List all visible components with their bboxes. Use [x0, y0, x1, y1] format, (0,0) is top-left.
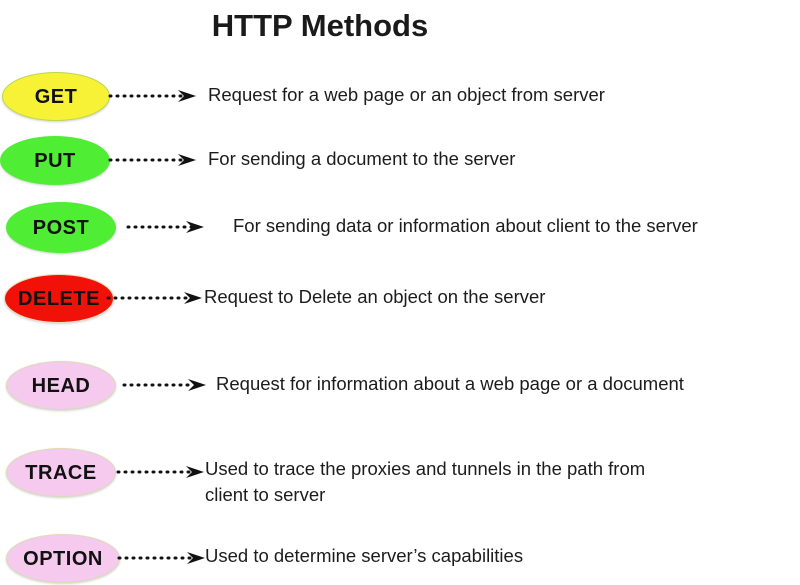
method-row-option: OPTION Used to determine server’s capabi…	[0, 534, 800, 584]
page-title: HTTP Methods	[211, 8, 429, 43]
method-label-post: POST	[32, 216, 90, 239]
method-description-head: Request for information about a web page…	[216, 373, 684, 394]
method-row-post: POST For sending data or information abo…	[0, 202, 800, 254]
method-row-delete: DELETE Request to Delete an object on th…	[0, 274, 800, 324]
connector-arrow-option	[117, 551, 211, 565]
method-ellipse-delete[interactable]: DELETE	[4, 274, 114, 323]
method-label-delete: DELETE	[18, 287, 100, 310]
method-ellipse-put[interactable]: PUT	[0, 136, 110, 185]
connector-arrow-get	[108, 89, 202, 103]
method-description-trace: Used to trace the proxies and tunnels in…	[205, 458, 646, 505]
method-description-delete: Request to Delete an object on the serve…	[204, 286, 546, 307]
connector-arrow-post	[126, 220, 210, 234]
method-description-post: For sending data or information about cl…	[233, 215, 698, 236]
connector-arrow-head	[122, 378, 212, 392]
method-ellipse-option[interactable]: OPTION	[6, 534, 120, 583]
method-description-get: Request for a web page or an object from…	[208, 84, 605, 105]
method-row-put: PUT For sending a document to the server	[0, 136, 800, 186]
method-description-put: For sending a document to the server	[208, 148, 516, 169]
method-ellipse-post[interactable]: POST	[6, 202, 116, 253]
method-label-option: OPTION	[23, 547, 103, 570]
method-row-trace: TRACE Used to trace the proxies and tunn…	[0, 448, 800, 505]
method-row-head: HEAD Request for information about a web…	[0, 361, 800, 411]
method-label-trace: TRACE	[25, 461, 97, 484]
method-ellipse-head[interactable]: HEAD	[6, 361, 116, 410]
connector-arrow-put	[108, 153, 202, 167]
method-row-get: GET Request for a web page or an object …	[0, 72, 800, 122]
method-label-put: PUT	[34, 149, 76, 172]
method-label-head: HEAD	[31, 374, 91, 397]
method-label-get: GET	[34, 85, 78, 108]
method-ellipse-trace[interactable]: TRACE	[6, 448, 116, 497]
method-ellipse-get[interactable]: GET	[2, 72, 110, 121]
method-description-option: Used to determine server’s capabilities	[205, 545, 524, 566]
connector-arrow-trace	[116, 465, 210, 479]
connector-arrow-delete	[106, 291, 208, 305]
